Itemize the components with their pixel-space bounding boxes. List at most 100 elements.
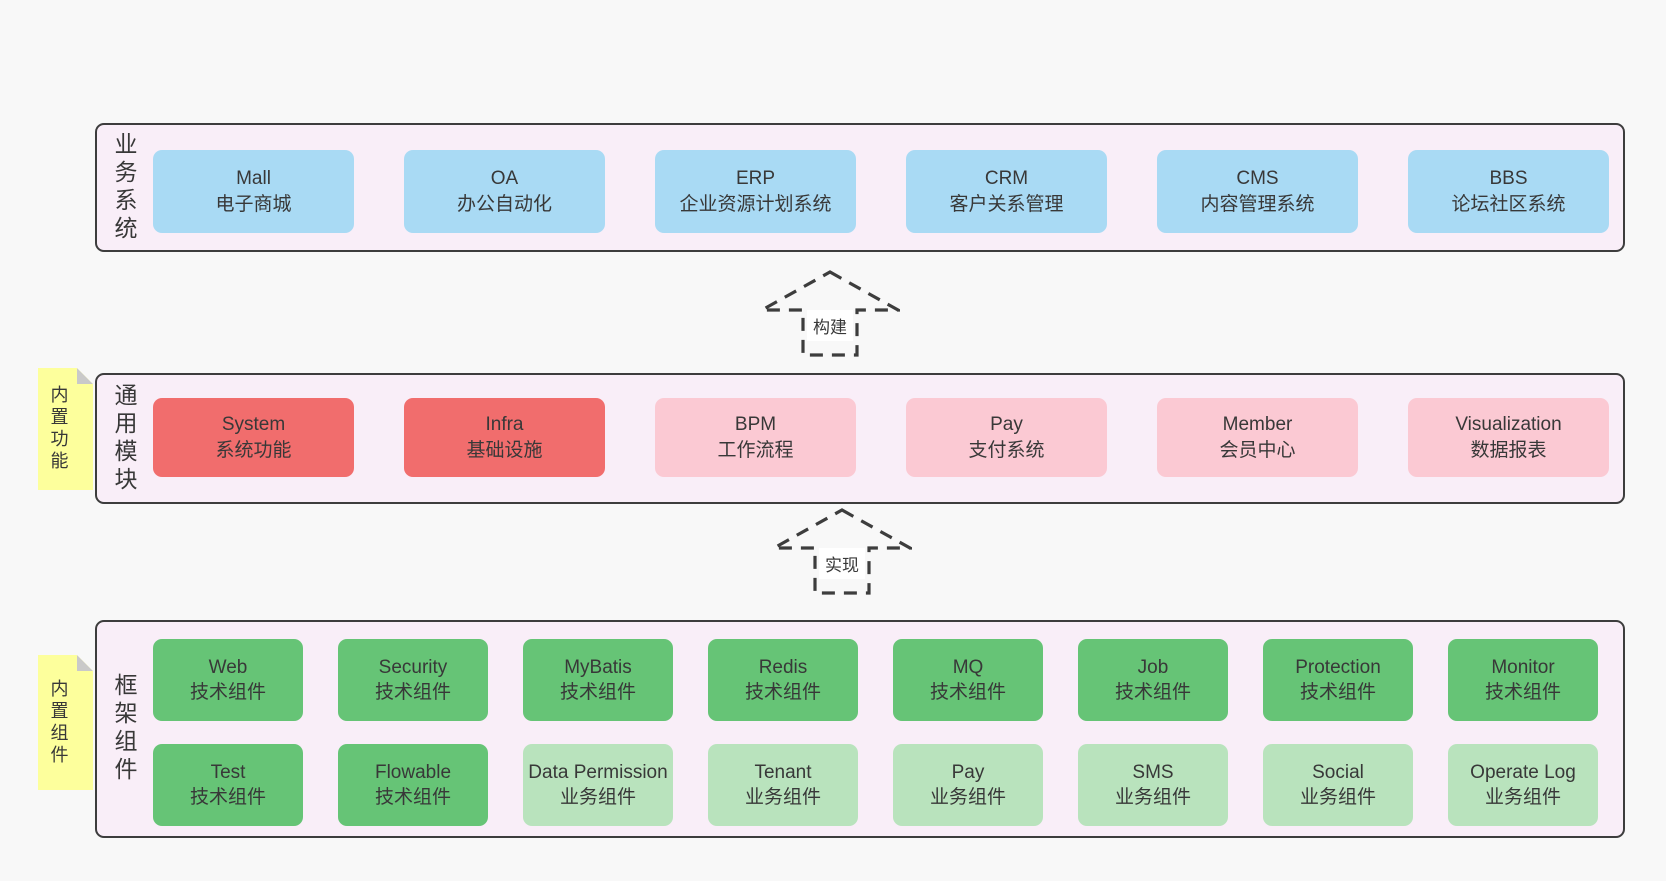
box-redis-desc: 技术组件 bbox=[744, 682, 821, 703]
box-bbs-desc: 论坛社区系统 bbox=[1451, 193, 1566, 215]
box-test-name: Test bbox=[210, 762, 246, 783]
box-infra: Infra 基础设施 bbox=[404, 398, 605, 477]
box-mybatis-name: MyBatis bbox=[564, 657, 632, 678]
arrow-up-dashed-icon bbox=[772, 508, 912, 595]
box-monitor-name: Monitor bbox=[1491, 657, 1555, 678]
sticky-fold-corner bbox=[77, 655, 93, 671]
box-mall: Mall 电子商城 bbox=[153, 150, 354, 233]
box-visualization-desc: 数据报表 bbox=[1470, 439, 1547, 461]
box-test-desc: 技术组件 bbox=[189, 787, 266, 808]
box-oa: OA 办公自动化 bbox=[404, 150, 605, 233]
sticky-built-in-components: 内置组件 bbox=[38, 655, 93, 790]
box-erp-desc: 企业资源计划系统 bbox=[679, 193, 832, 215]
box-oa-desc: 办公自动化 bbox=[456, 193, 552, 215]
box-cms: CMS 内容管理系统 bbox=[1157, 150, 1358, 233]
box-member-name: Member bbox=[1222, 413, 1293, 435]
box-mq: MQ 技术组件 bbox=[893, 639, 1043, 721]
box-operate-log: Operate Log 业务组件 bbox=[1448, 744, 1598, 826]
box-pay-component-desc: 业务组件 bbox=[929, 787, 1006, 808]
box-bpm-desc: 工作流程 bbox=[717, 439, 794, 461]
box-mall-desc: 电子商城 bbox=[215, 193, 292, 215]
common-modules-row: System 系统功能 Infra 基础设施 BPM 工作流程 Pay 支付系统… bbox=[153, 398, 1623, 477]
box-test: Test 技术组件 bbox=[153, 744, 303, 826]
arrow-build: 构建 bbox=[760, 270, 900, 358]
box-visualization: Visualization 数据报表 bbox=[1408, 398, 1609, 477]
box-security-desc: 技术组件 bbox=[374, 682, 451, 703]
box-tenant: Tenant 业务组件 bbox=[708, 744, 858, 826]
section-framework-components-label: 框架组件 bbox=[111, 673, 137, 785]
box-security-name: Security bbox=[378, 657, 448, 678]
box-data-permission-desc: 业务组件 bbox=[559, 787, 636, 808]
box-web-desc: 技术组件 bbox=[189, 682, 266, 703]
box-flowable-desc: 技术组件 bbox=[374, 787, 451, 808]
section-framework-components: 框架组件 Web 技术组件 Security 技术组件 MyBatis 技术组件… bbox=[95, 620, 1625, 838]
box-system: System 系统功能 bbox=[153, 398, 354, 477]
section-common-modules: 通用模块 System 系统功能 Infra 基础设施 BPM 工作流程 Pay… bbox=[95, 373, 1625, 504]
box-mybatis: MyBatis 技术组件 bbox=[523, 639, 673, 721]
arrow-implement-label: 实现 bbox=[819, 548, 865, 579]
box-redis: Redis 技术组件 bbox=[708, 639, 858, 721]
box-mybatis-desc: 技术组件 bbox=[559, 682, 636, 703]
box-data-permission: Data Permission 业务组件 bbox=[523, 744, 673, 826]
box-pay-module-desc: 支付系统 bbox=[968, 439, 1045, 461]
box-job: Job 技术组件 bbox=[1078, 639, 1228, 721]
box-bbs: BBS 论坛社区系统 bbox=[1408, 150, 1609, 233]
sticky-built-in-features: 内置功能 bbox=[38, 368, 93, 490]
box-erp: ERP 企业资源计划系统 bbox=[655, 150, 856, 233]
box-pay-module: Pay 支付系统 bbox=[906, 398, 1107, 477]
box-system-name: System bbox=[221, 413, 286, 435]
box-crm-name: CRM bbox=[984, 167, 1029, 189]
box-protection: Protection 技术组件 bbox=[1263, 639, 1413, 721]
box-member: Member 会员中心 bbox=[1157, 398, 1358, 477]
box-crm: CRM 客户关系管理 bbox=[906, 150, 1107, 233]
box-pay-module-name: Pay bbox=[990, 413, 1023, 435]
box-member-desc: 会员中心 bbox=[1219, 439, 1296, 461]
box-mq-desc: 技术组件 bbox=[929, 682, 1006, 703]
box-infra-desc: 基础设施 bbox=[466, 439, 543, 461]
sticky-fold-corner bbox=[77, 368, 93, 384]
box-sms: SMS 业务组件 bbox=[1078, 744, 1228, 826]
sticky-built-in-components-label: 内置组件 bbox=[48, 678, 69, 767]
box-tenant-name: Tenant bbox=[754, 762, 812, 783]
section-business-systems-label: 业务系统 bbox=[111, 131, 137, 244]
box-pay-component: Pay 业务组件 bbox=[893, 744, 1043, 826]
box-cms-name: CMS bbox=[1236, 167, 1279, 189]
box-social: Social 业务组件 bbox=[1263, 744, 1413, 826]
section-business-systems: 业务系统 Mall 电子商城 OA 办公自动化 ERP 企业资源计划系统 CRM… bbox=[95, 123, 1625, 252]
box-redis-name: Redis bbox=[758, 657, 808, 678]
box-erp-name: ERP bbox=[735, 167, 776, 189]
box-pay-component-name: Pay bbox=[951, 762, 985, 783]
arrow-build-label: 构建 bbox=[807, 310, 853, 341]
box-flowable-name: Flowable bbox=[374, 762, 452, 783]
box-infra-name: Infra bbox=[485, 413, 524, 435]
box-mall-name: Mall bbox=[236, 167, 271, 189]
arrow-implement: 实现 bbox=[772, 508, 912, 596]
box-social-desc: 业务组件 bbox=[1299, 787, 1376, 808]
box-bpm-name: BPM bbox=[734, 413, 777, 435]
box-job-name: Job bbox=[1137, 657, 1169, 678]
box-monitor-desc: 技术组件 bbox=[1484, 682, 1561, 703]
box-web-name: Web bbox=[208, 657, 248, 678]
box-sms-desc: 业务组件 bbox=[1114, 787, 1191, 808]
box-protection-name: Protection bbox=[1295, 657, 1381, 678]
business-systems-row: Mall 电子商城 OA 办公自动化 ERP 企业资源计划系统 CRM 客户关系… bbox=[153, 150, 1623, 233]
box-data-permission-name: Data Permission bbox=[528, 762, 668, 783]
box-mq-name: MQ bbox=[952, 657, 984, 678]
box-tenant-desc: 业务组件 bbox=[744, 787, 821, 808]
box-social-name: Social bbox=[1312, 762, 1364, 783]
box-crm-desc: 客户关系管理 bbox=[949, 193, 1064, 215]
box-visualization-name: Visualization bbox=[1455, 413, 1562, 435]
framework-components-row-1: Web 技术组件 Security 技术组件 MyBatis 技术组件 Redi… bbox=[153, 639, 1623, 721]
box-operate-log-name: Operate Log bbox=[1470, 762, 1576, 783]
box-operate-log-desc: 业务组件 bbox=[1484, 787, 1561, 808]
box-bbs-name: BBS bbox=[1489, 167, 1528, 189]
box-monitor: Monitor 技术组件 bbox=[1448, 639, 1598, 721]
section-common-modules-label: 通用模块 bbox=[111, 382, 137, 495]
box-web: Web 技术组件 bbox=[153, 639, 303, 721]
framework-components-row-2: Test 技术组件 Flowable 技术组件 Data Permission … bbox=[153, 744, 1623, 826]
box-flowable: Flowable 技术组件 bbox=[338, 744, 488, 826]
box-bpm: BPM 工作流程 bbox=[655, 398, 856, 477]
box-system-desc: 系统功能 bbox=[215, 439, 292, 461]
box-protection-desc: 技术组件 bbox=[1299, 682, 1376, 703]
